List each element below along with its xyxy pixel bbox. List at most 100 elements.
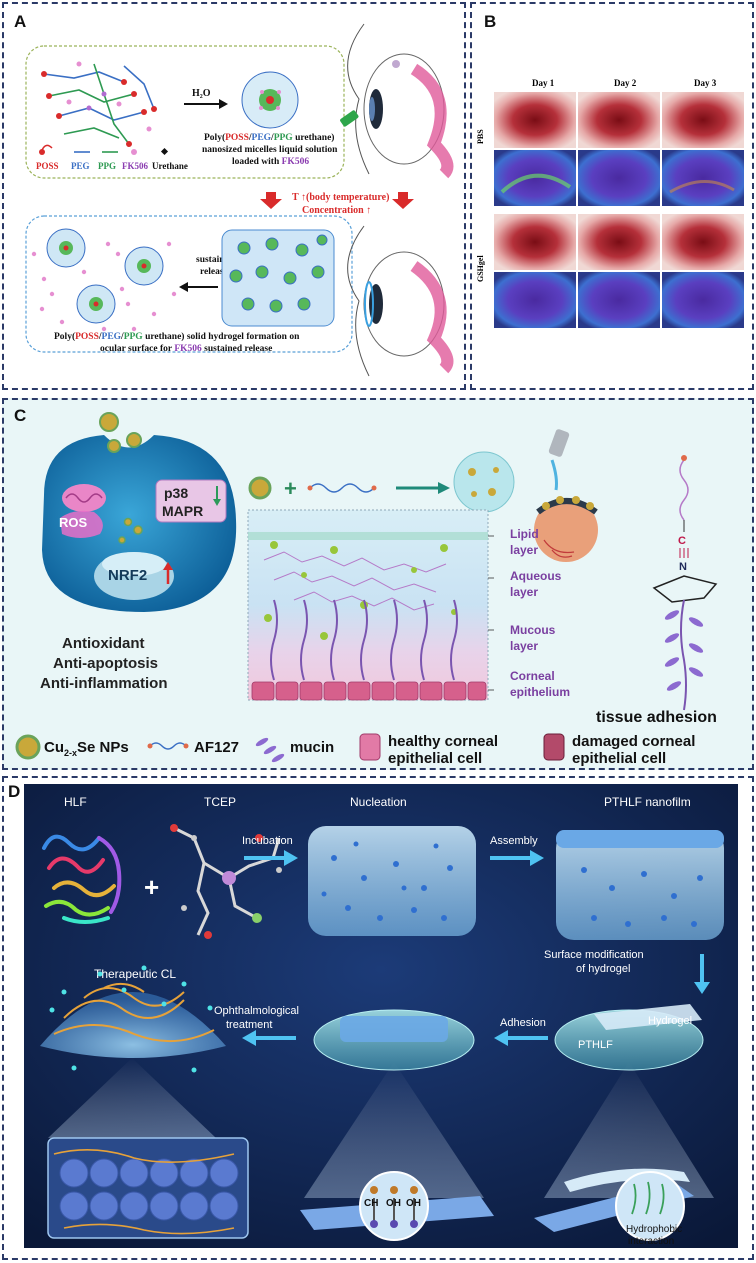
day-header-2: Day 2 bbox=[614, 78, 637, 88]
nanofilm-surface bbox=[556, 830, 724, 848]
center-film bbox=[340, 1016, 448, 1042]
hydrogel-label: Hydrogel bbox=[648, 1015, 692, 1027]
day-header-1: Day 1 bbox=[532, 78, 555, 88]
micelle-caption-line1: Poly(POSS/PEG/PPG urethane) bbox=[204, 132, 334, 143]
eye-dropper bbox=[548, 429, 570, 491]
panel-d-label: D bbox=[8, 782, 21, 801]
released-micelles bbox=[46, 228, 164, 324]
photo-row-pbs-fluor bbox=[494, 150, 744, 206]
legend-healthy-cell-icon bbox=[359, 733, 381, 761]
fk506-symbol bbox=[131, 149, 137, 155]
panel-d-diagram: HLF + TCEP Incubation Nucleation Assembl… bbox=[24, 784, 738, 1248]
legend-peg: PEG bbox=[71, 161, 90, 171]
effect-antioxidant: Antioxidant bbox=[62, 635, 145, 652]
chem-c: C bbox=[678, 535, 686, 547]
panel-a-diagram: POSS PEG PPG FK506 Urethane H₂O Poly(POS… bbox=[25, 23, 454, 377]
legend-healthy-line2: epithelial cell bbox=[388, 750, 482, 767]
micelle-formation-box bbox=[25, 45, 345, 179]
legend-urethane: Urethane bbox=[152, 161, 188, 171]
beam-left bbox=[48, 1058, 216, 1138]
layer-mucous-2: layer bbox=[510, 639, 538, 653]
effect-anti-inflammation: Anti-inflammation bbox=[40, 675, 168, 692]
layer-aqueous-2: layer bbox=[510, 585, 538, 599]
mapr-label: MAPR bbox=[162, 503, 203, 519]
hydrophobic-strands bbox=[631, 1181, 665, 1215]
micelle-caption-line3: loaded with FK506 bbox=[232, 157, 309, 167]
hlf-label: HLF bbox=[64, 795, 87, 809]
polymer-ends bbox=[41, 61, 157, 147]
p38-mapr-box bbox=[155, 479, 227, 523]
panel-a-label: A bbox=[14, 12, 27, 31]
lipid-band bbox=[248, 532, 488, 540]
legend-damaged-line1: damaged corneal bbox=[572, 733, 695, 750]
cell-body bbox=[42, 435, 237, 612]
nucleus bbox=[94, 552, 174, 600]
surface-mod-line2: of hydrogel bbox=[576, 963, 630, 975]
row-label-gshgel: GSHgel bbox=[476, 255, 485, 282]
legend-af127-label: AF127 bbox=[194, 739, 239, 756]
adhesion-label: Adhesion bbox=[500, 1017, 546, 1029]
layer-lipid-1: Lipid bbox=[510, 527, 539, 541]
hydrogel-caption-line2: ocular surface for FK506 sustained relea… bbox=[100, 344, 272, 354]
tcep-label: TCEP bbox=[204, 795, 236, 809]
inset-spheres bbox=[59, 1158, 239, 1221]
micelle-caption-line2: nanosized micelles liquid solution bbox=[202, 145, 338, 155]
eye-bottom-illustration bbox=[347, 225, 454, 377]
panel-d: HLF + TCEP Incubation Nucleation Assembl… bbox=[2, 776, 754, 1260]
layer-corneal-2: epithelium bbox=[510, 685, 570, 699]
legend-fk506: FK506 bbox=[122, 161, 148, 171]
hydrogel-block bbox=[221, 229, 335, 327]
incubation-label: Incubation bbox=[242, 835, 293, 847]
legend-damaged-line2: epithelial cell bbox=[572, 750, 666, 767]
plus-sign: + bbox=[284, 476, 297, 501]
urethane-symbol bbox=[160, 147, 169, 156]
group-oh-1: OH bbox=[386, 1198, 401, 1209]
mucin-strands bbox=[270, 599, 458, 681]
layer-mucous-1: Mucous bbox=[510, 623, 556, 637]
adhesion-mucin bbox=[664, 599, 704, 711]
legend-mucin-icon bbox=[255, 737, 285, 763]
group-oh-2: OH bbox=[406, 1198, 421, 1209]
panel-b-label: B bbox=[484, 12, 497, 31]
released-drug bbox=[31, 241, 177, 332]
ros-label: ROS bbox=[59, 515, 88, 530]
surface-mod-line1: Surface modification bbox=[544, 949, 644, 961]
nucleation-particles bbox=[321, 841, 453, 921]
hydrogel-droplet bbox=[453, 451, 515, 513]
trigger-concentration: Concentration ↑ bbox=[302, 205, 371, 216]
legend-af127-icon bbox=[149, 742, 187, 750]
epithelial-cells bbox=[251, 681, 487, 701]
layer-lipid-2: layer bbox=[510, 543, 538, 557]
layer-aqueous-1: Aqueous bbox=[510, 569, 562, 583]
nrf2-label: NRF2 bbox=[108, 567, 147, 584]
ophth-line1: Ophthalmological bbox=[214, 1005, 299, 1017]
af127-reactant bbox=[309, 483, 375, 493]
hydrogel-release-box bbox=[25, 215, 353, 353]
nanofilm-particles bbox=[581, 867, 703, 927]
photo-row-pbs-bright bbox=[494, 92, 744, 148]
eye-photo-grid bbox=[494, 92, 744, 328]
legend-nps-label: Cu2-xSe NPs bbox=[44, 739, 129, 758]
release-label-line2: release bbox=[200, 267, 228, 277]
right-magnifier bbox=[615, 1171, 685, 1241]
mitochondria bbox=[62, 484, 106, 512]
beam-right bbox=[544, 1062, 714, 1198]
tissue-adhesion-label: tissue adhesion bbox=[596, 709, 717, 726]
cl-fibers bbox=[53, 982, 215, 1043]
trigger-arrow-right bbox=[392, 192, 414, 209]
nanoparticle-reactant bbox=[248, 476, 272, 500]
nanofilm-block bbox=[556, 830, 724, 940]
hlf-protein bbox=[42, 834, 122, 924]
day-header-3: Day 3 bbox=[694, 78, 717, 88]
ros-blob bbox=[60, 510, 103, 538]
plus-sign-d: + bbox=[144, 872, 159, 902]
photo-row-gshgel-fluor bbox=[494, 272, 744, 328]
panel-c: ROS p38 MAPR NRF2 Antioxidant Anti-apopt… bbox=[2, 398, 754, 770]
legend-poss: POSS bbox=[36, 161, 59, 171]
legend-damaged-cell-icon bbox=[543, 733, 565, 761]
therapeutic-cl-label: Therapeutic CL bbox=[94, 967, 176, 981]
cell-nanoparticles bbox=[118, 517, 143, 544]
legend-mucin-label: mucin bbox=[290, 739, 334, 756]
poss-symbol bbox=[39, 144, 53, 155]
legend-healthy-line1: healthy corneal bbox=[388, 733, 498, 750]
